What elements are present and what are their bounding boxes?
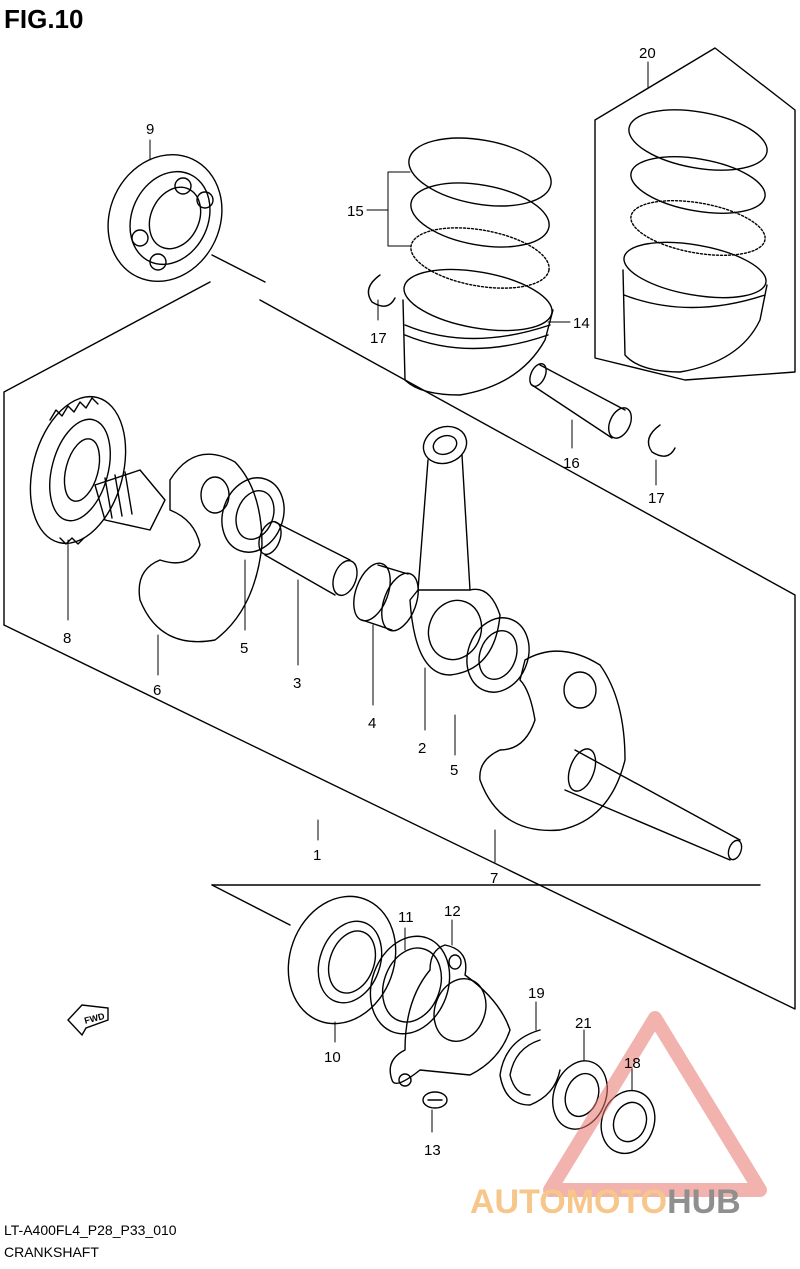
- leader-lines: [67, 61, 657, 1133]
- figure-title: FIG.10: [4, 4, 84, 34]
- callout-label: 20: [639, 45, 656, 62]
- gear-8: [29, 395, 127, 545]
- circlip-17-left: [367, 274, 396, 307]
- callout-label: 12: [444, 903, 461, 920]
- callout-label: 5: [450, 762, 458, 779]
- callout-label: 3: [293, 675, 301, 692]
- callout-label: 4: [368, 715, 376, 732]
- crank-shaft-left: [94, 469, 166, 531]
- crank-pin-3: [258, 520, 358, 597]
- callout-label: 11: [398, 909, 414, 926]
- callout-labels: 1 2 3 4 5 5 6 7 8 9 10 11 12 13 14 15 16…: [63, 45, 665, 1159]
- callout-label: 2: [418, 740, 426, 757]
- callout-label: 10: [324, 1049, 341, 1066]
- callout-label: 5: [240, 640, 248, 657]
- callout-label: 7: [490, 870, 498, 887]
- piston-pin-16: [529, 363, 633, 439]
- callout-label: 15: [347, 203, 364, 220]
- screw-13: [422, 1091, 448, 1109]
- fwd-arrow-icon: FWD: [67, 1004, 109, 1037]
- lower-frame: [211, 884, 761, 926]
- callout-label: 1: [313, 847, 321, 864]
- callout-label: 21: [575, 1015, 592, 1032]
- circlip-17-right: [647, 424, 676, 457]
- figure-name: CRANKSHAFT: [4, 1244, 99, 1260]
- retainer-12: [389, 944, 511, 1087]
- callout-label: 6: [153, 682, 161, 699]
- callout-label: 14: [573, 315, 590, 332]
- crank-web-7: [479, 650, 743, 861]
- needle-bearing-4: [353, 562, 419, 632]
- callout-label: 17: [370, 330, 387, 347]
- washer-5-right: [466, 617, 530, 693]
- watermark-triangle-icon: [543, 1011, 767, 1197]
- watermark-text-part1: AUTOMOTO: [470, 1183, 668, 1221]
- callout-label: 18: [624, 1055, 641, 1072]
- callout-label: 8: [63, 630, 71, 647]
- piston-14: [402, 268, 554, 396]
- piston-set-20: [622, 109, 768, 373]
- watermark-logo: AUTOMOTOHUB: [470, 1183, 741, 1222]
- callout-label: 19: [528, 985, 545, 1002]
- bearing-10: [287, 895, 397, 1025]
- washer-5-left: [221, 477, 285, 553]
- bearing-9: [107, 153, 266, 283]
- figure-code: LT-A400FL4_P28_P33_010: [4, 1222, 177, 1238]
- callout-label: 17: [648, 490, 665, 507]
- callout-label: 16: [563, 455, 580, 472]
- callout-label: 9: [146, 121, 154, 138]
- watermark-text-part2: HUB: [667, 1183, 741, 1221]
- shim-11: [369, 935, 451, 1035]
- piston-rings-15: [408, 137, 552, 289]
- piston-set-frame: [594, 47, 796, 381]
- assembly-frame: [3, 281, 796, 1010]
- circlip-19: [499, 1029, 561, 1106]
- connecting-rod-2: [409, 425, 501, 676]
- callout-label: 13: [424, 1142, 441, 1159]
